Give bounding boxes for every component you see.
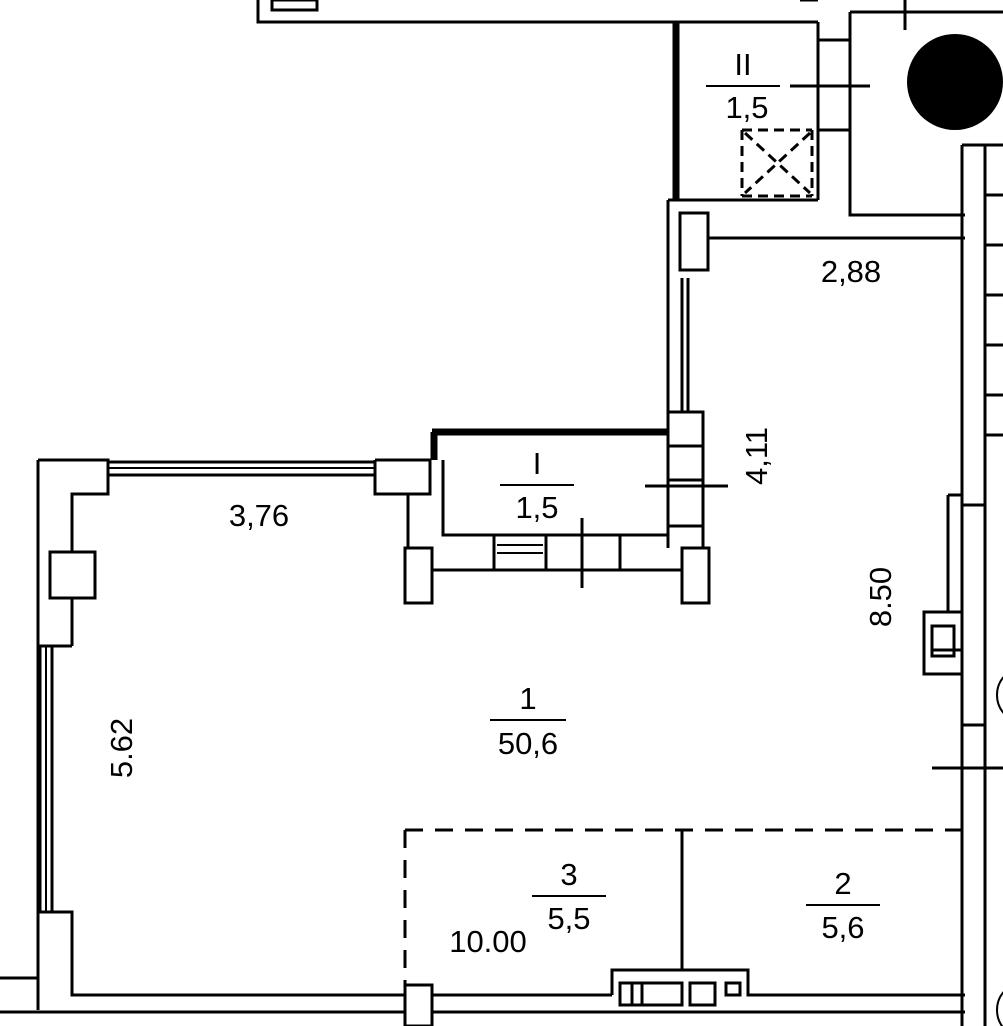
room-balcony-2-label: II 1,5 bbox=[706, 47, 780, 125]
dimension-bottom-width: 10.00 bbox=[449, 924, 527, 959]
room-area: 1,5 bbox=[725, 90, 768, 125]
balcony-2-walls bbox=[740, 0, 1003, 217]
dimension-balcony-width: 3,76 bbox=[229, 498, 289, 533]
room-number: II bbox=[734, 47, 751, 82]
room-number: 3 bbox=[560, 857, 577, 892]
balcony-1-walls bbox=[403, 410, 728, 605]
room-area: 5,6 bbox=[821, 910, 864, 945]
room-1-label: 1 50,6 bbox=[490, 681, 566, 761]
partitions bbox=[403, 828, 962, 985]
dimension-left-wall: 5.62 bbox=[104, 718, 139, 778]
right-facade bbox=[907, 34, 1003, 1026]
room-area: 1,5 bbox=[515, 490, 558, 525]
room-balcony-1-label: I 1,5 bbox=[500, 446, 574, 525]
room-number: 1 bbox=[519, 681, 536, 716]
main-room-walls bbox=[0, 458, 965, 1026]
redacted-mark-icon bbox=[907, 34, 1003, 130]
dimension-top-corridor: 2,88 bbox=[821, 254, 881, 289]
room-area: 5,5 bbox=[547, 901, 590, 936]
room-2-label: 2 5,6 bbox=[806, 866, 880, 945]
dimension-balcony-height: 4,11 bbox=[739, 427, 774, 485]
room-area: 50,6 bbox=[498, 726, 558, 761]
room-number: 2 bbox=[834, 866, 851, 901]
room-3-label: 3 5,5 bbox=[532, 857, 606, 936]
dimension-right-wall: 8.50 bbox=[863, 567, 898, 627]
upper-walls bbox=[256, 0, 965, 412]
room-number: I bbox=[533, 446, 542, 481]
